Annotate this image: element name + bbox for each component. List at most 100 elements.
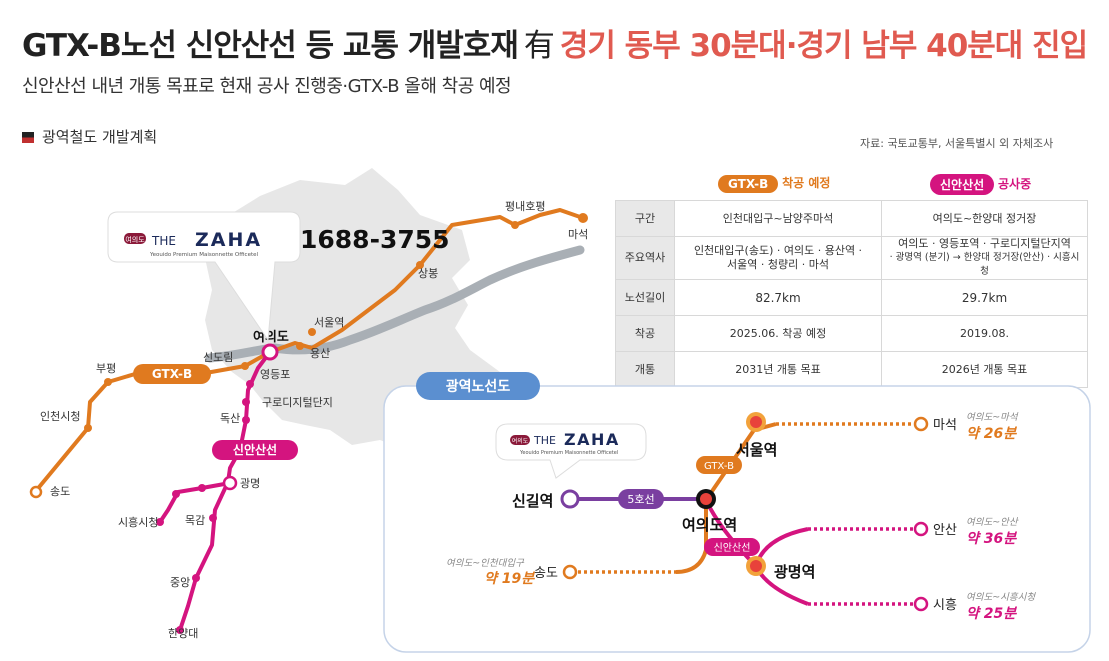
inset-label-gwangmyeong: 광명역 (774, 563, 815, 581)
inset-ansan-station (913, 521, 929, 537)
yeouido-station (261, 343, 279, 361)
table-row: 주요역사 인천대입구(송도) · 여의도 · 용산역 ·서울역 · 청량리 · … (615, 236, 1088, 280)
label-mokgam: 목감 (185, 514, 205, 527)
sinansan-badge (212, 440, 298, 460)
label-yeongdeungpo: 영등포 (260, 368, 290, 381)
gtxb-cell: 2031년 개통 목표 (674, 351, 882, 388)
taegeuk-icon (700, 493, 712, 505)
headline-you: 有 (523, 28, 555, 64)
inset-label-songdo: 송도 (534, 566, 558, 581)
label-yeouido: 여의도 (253, 329, 289, 345)
inset-gtxb-badge (696, 456, 742, 474)
callout-brand-zaha: ZAHA (195, 229, 262, 251)
label-sangbong: 상봉 (418, 267, 438, 280)
headline-part1: GTX-B노선 신안산선 등 교통 개발호재 (22, 28, 519, 64)
sinansan-badge-label: 신안산선 (233, 442, 277, 457)
label-yongsan: 용산 (310, 347, 330, 360)
table-row: 노선길이 82.7km 29.7km (615, 279, 1088, 316)
callout-brand-badge-text: 여의도 (125, 235, 145, 244)
row-head: 착공 (615, 315, 675, 352)
headline-part2: 경기 동부 30분대·경기 남부 40분대 진입 (559, 28, 1088, 64)
sinansan-cell: 여의도~한양대 정거장 (881, 200, 1088, 237)
gtxb-badge-label: GTX-B (152, 367, 192, 381)
callout-brand-tagline: Yeouido Premium Maisonnette Officetel (149, 252, 258, 258)
gwangmyeong-station (222, 475, 238, 491)
inset-brand-bubble (495, 423, 647, 479)
inset-route-map: 광역노선도 여의도 THE ZAHA Yeouido Premium Maiso… (383, 372, 1091, 653)
inset-sinansan-badge-label: 신안산선 (714, 542, 751, 554)
label-incheon-cityhall: 인천시청 (40, 409, 80, 423)
inset-sinansan-badge (704, 538, 760, 556)
source-note: 자료: 국토교통부, 서울특별시 외 자체조사 (860, 137, 1054, 150)
gtxb-cell: 2025.06. 착공 예정 (674, 315, 882, 352)
inset-gtxb-badge-label: GTX-B (704, 461, 734, 472)
section-title-text: 광역철도 개발계획 (42, 128, 158, 146)
label-maseok: 마석 (568, 228, 588, 241)
sinansan-cell: 29.7km (881, 279, 1088, 316)
time-ansan-route: 여의도~안산 (966, 517, 1019, 528)
sinansan-station-dots (156, 380, 254, 634)
sinansan-cell: 여의도 · 영등포역 · 구로디지털단지역· 광명역 (분기) → 한양대 정거… (881, 236, 1088, 280)
time-maseok-route: 여의도~마석 (966, 412, 1019, 423)
flag-icon (22, 132, 34, 143)
label-guro: 구로디지털단지 (262, 396, 333, 409)
row-head: 노선길이 (615, 279, 675, 316)
inset-siheung-station (913, 596, 929, 612)
time-ansan-value: 약 36분 (966, 531, 1017, 547)
inset-label-seoul: 서울역 (736, 441, 777, 459)
line5-badge (618, 489, 664, 509)
gtxb-badge (133, 364, 211, 384)
table-row: 구간 인천대입구~남양주마석 여의도~한양대 정거장 (615, 200, 1088, 237)
inset-brand-the: THE (533, 434, 556, 447)
time-maseok-value: 약 26분 (966, 426, 1017, 442)
taegeuk-icon (750, 416, 762, 428)
inset-brand-badge-text: 여의도 (512, 437, 529, 445)
label-songdo: 송도 (50, 485, 70, 498)
inset-songdo-station (562, 564, 578, 580)
time-songdo-route: 여의도~인천대입구 (446, 558, 525, 569)
label-gwangmyeong: 광명 (240, 477, 260, 490)
inset-label-ansan: 안산 (933, 523, 957, 538)
inset-label-maseok: 마석 (933, 418, 957, 433)
time-siheung-value: 약 25분 (966, 606, 1017, 622)
inset-brand-zaha: ZAHA (564, 430, 620, 449)
row-head: 구간 (615, 200, 675, 237)
label-sindorim: 신도림 (203, 351, 233, 364)
inset-brand-badge (510, 435, 530, 445)
sinansan-status: 공사중 (998, 177, 1032, 191)
label-siheung-cityhall: 시흥시청 (118, 515, 158, 529)
section-title: 광역철도 개발계획 (22, 126, 157, 147)
gtxb-cell: 82.7km (674, 279, 882, 316)
inset-title: 광역노선도 (446, 378, 511, 395)
gtxb-station-dots (84, 221, 519, 432)
sinansan-table-header: 신안산선 공사중 (930, 174, 1031, 195)
inset-label-singil: 신길역 (512, 492, 553, 510)
label-doksan: 독산 (220, 412, 240, 425)
table-row: 착공 2025.06. 착공 예정 2019.08. (615, 315, 1088, 352)
label-jungang: 중앙 (170, 576, 190, 589)
gtxb-status: 착공 예정 (782, 176, 831, 190)
callout-bubble (107, 211, 301, 342)
row-head: 개통 (615, 351, 675, 388)
info-table: 구간 인천대입구~남양주마석 여의도~한양대 정거장 주요역사 인천대입구(송도… (615, 200, 1088, 388)
gtxb-stations-line2: 서울역 · 청량리 · 마석 (727, 258, 829, 271)
label-pyeongnae: 평내호평 (505, 200, 545, 213)
label-hanyang: 한양대 (168, 627, 198, 640)
inset-singil-station (560, 489, 580, 509)
callout-brand-the: THE (151, 234, 176, 248)
gtxb-cell: 인천대입구~남양주마석 (674, 200, 882, 237)
songdo-station (29, 485, 43, 499)
time-siheung-route: 여의도~시흥시청 (966, 592, 1036, 603)
taegeuk-icon (750, 560, 762, 572)
inset-label-yeouido: 여의도역 (682, 516, 737, 534)
inset-label-siheung: 시흥 (933, 598, 957, 613)
inset-title-pill (416, 372, 540, 400)
maseok-station (578, 213, 588, 223)
sinansan-pill: 신안산선 (930, 174, 995, 195)
gtxb-stations-line1: 인천대입구(송도) · 여의도 · 용산역 · (693, 244, 863, 257)
sinansan-cell: 2019.08. (881, 315, 1088, 352)
gtxb-table-header: GTX-B 착공 예정 (718, 174, 830, 193)
sinansan-stations-line1: 여의도 · 영등포역 · 구로디지털단지역 (898, 237, 1071, 250)
label-seoul: 서울역 (314, 316, 344, 329)
